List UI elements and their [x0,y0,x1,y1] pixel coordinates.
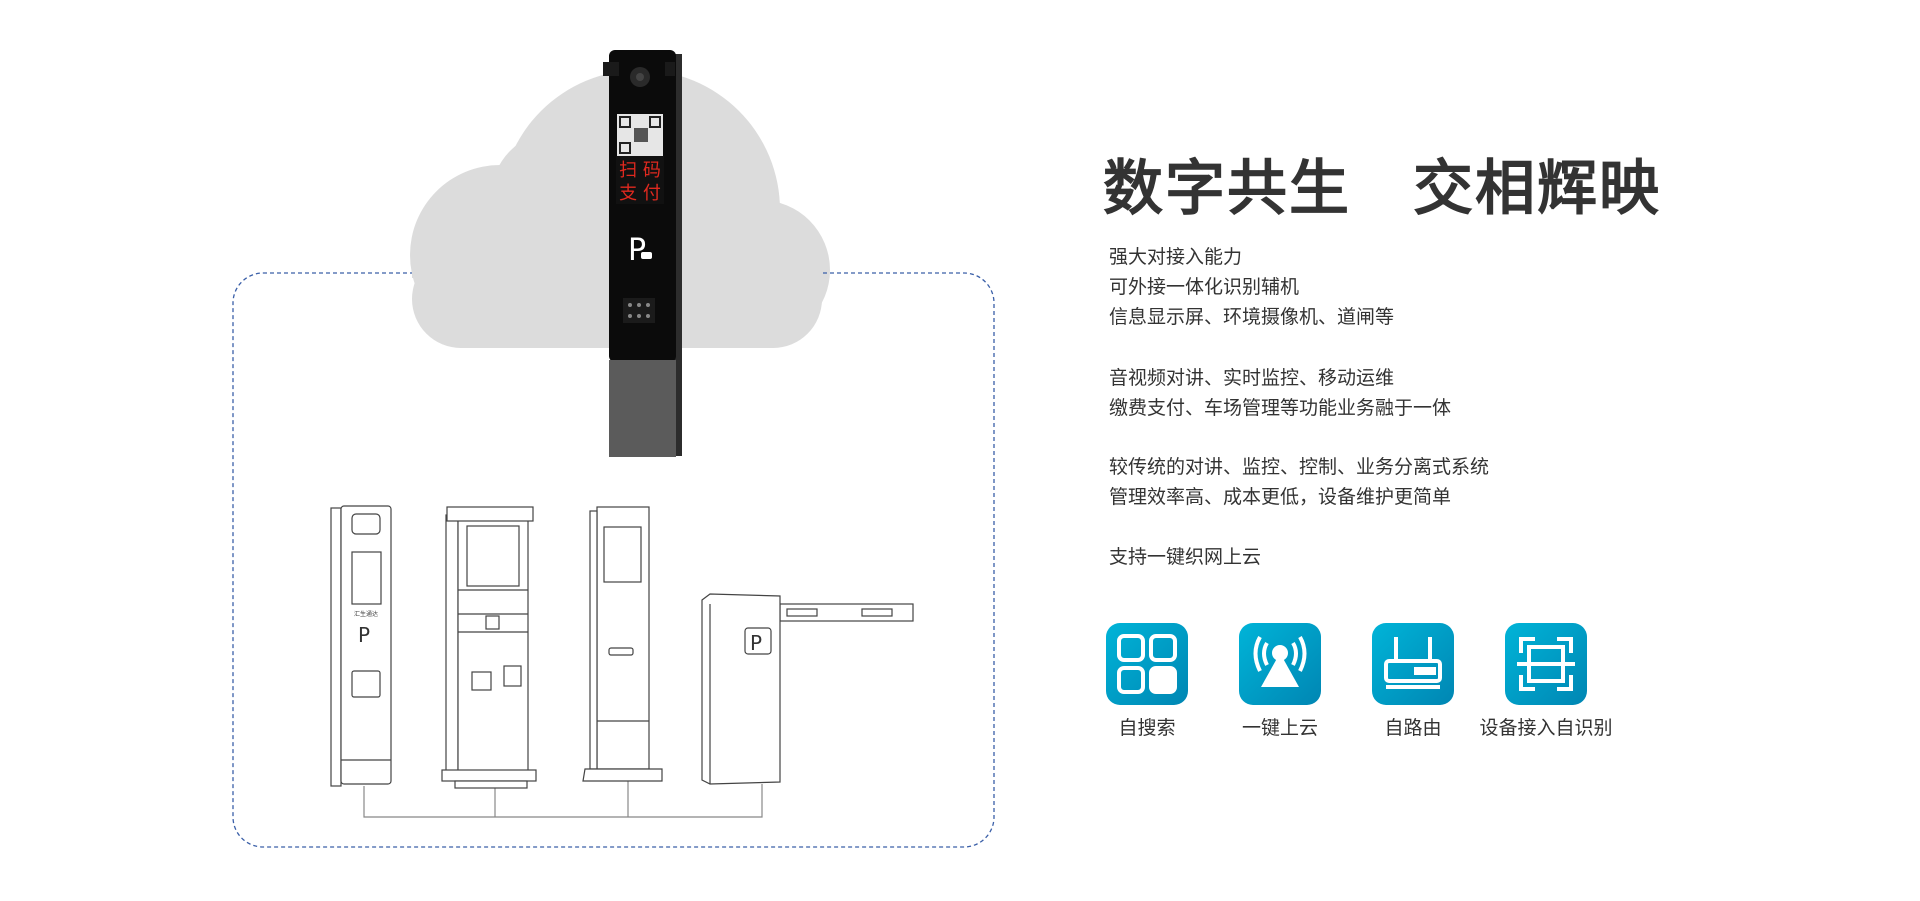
text-line: 管理效率高、成本更低，设备维护更简单 [1109,486,1452,508]
paragraph-integration: 强大对接入能力 可外接一体化识别辅机 信息显示屏、环境摄像机、道闸等 [1109,242,1394,332]
text-line: 较传统的对讲、监控、控制、业务分离式系统 [1109,456,1490,478]
device-barrier-gate: P [701,593,914,785]
paragraph-cloud: 支持一键织网上云 [1109,542,1261,572]
parking-p: P [628,233,646,268]
feature-auto-search: 自搜索 [1072,623,1222,740]
feature-label: 自路由 [1384,717,1442,739]
led-text-line2: 支 付 [619,183,661,204]
signal-tower-icon [1239,623,1321,705]
product-illustration: 扫 码 支 付 P 汇生通达 P [232,50,995,848]
text-line: 支持一键织网上云 [1109,546,1262,568]
feature-device-auto-recognition: 设备接入自识别 [1471,623,1621,740]
text-line: 可外接一体化识别辅机 [1109,276,1300,298]
led-text-line1: 扫 码 [619,160,661,181]
feature-label: 自搜索 [1118,717,1176,739]
feature-label: 一键上云 [1241,717,1318,739]
svg-text:汇生通达: 汇生通达 [354,610,378,618]
scan-frame-icon [1505,623,1587,705]
device-face-recognition-pillar [582,506,663,782]
text-line: 缴费支付、车场管理等功能业务融于一体 [1109,397,1452,419]
router-icon [1372,623,1454,705]
text-line: 信息显示屏、环境摄像机、道闸等 [1109,306,1395,328]
paragraph-functions: 音视频对讲、实时监控、移动运维 缴费支付、车场管理等功能业务融于一体 [1109,363,1451,423]
network-lines [363,781,763,818]
headline: 数字共生 交相辉映 [1103,154,1661,224]
device-intercom-pillar: 汇生通达 P [330,505,392,787]
device-payment-terminal [441,506,537,789]
car-icon [641,252,652,259]
svg-text:P: P [358,623,370,647]
paragraph-advantages: 较传统的对讲、监控、控制、业务分离式系统 管理效率高、成本更低，设备维护更简单 [1109,452,1489,512]
text-line: 强大对接入能力 [1109,246,1243,268]
feature-auto-routing: 自路由 [1338,623,1488,740]
main-kiosk: 扫 码 支 付 P [603,50,682,457]
text-line: 音视频对讲、实时监控、移动运维 [1109,367,1395,389]
svg-text:P: P [750,631,762,655]
feature-label: 设备接入自识别 [1479,717,1613,739]
grid-icon [1106,623,1188,705]
feature-one-click-cloud: 一键上云 [1205,623,1355,740]
